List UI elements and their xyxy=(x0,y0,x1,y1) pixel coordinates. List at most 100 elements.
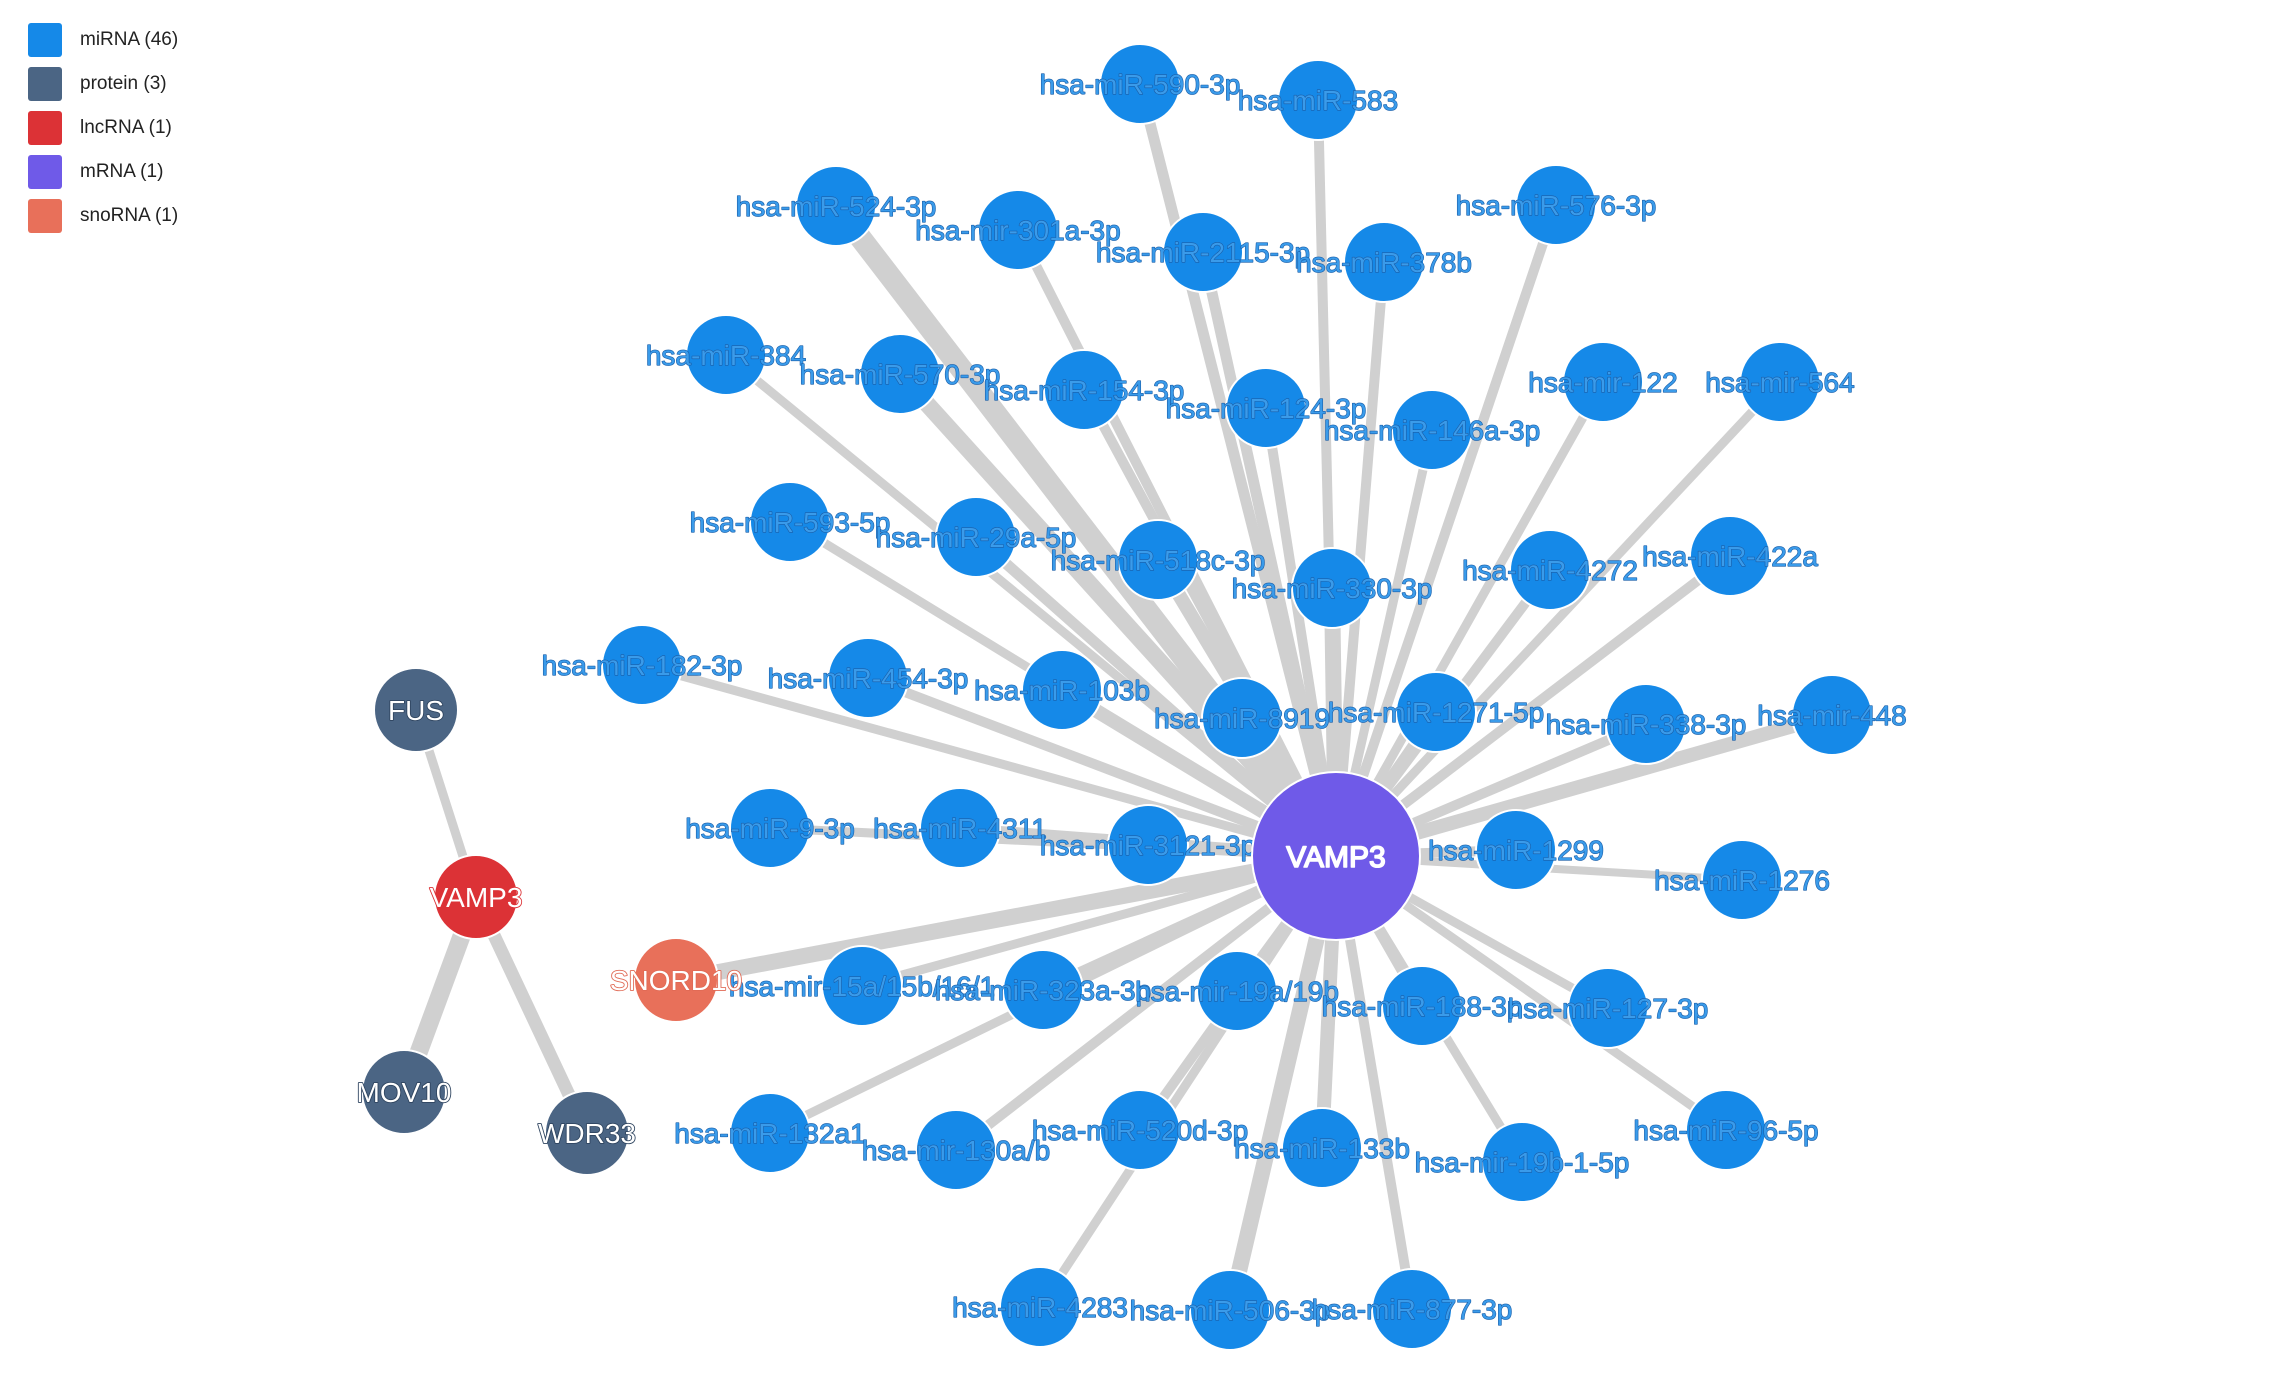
node-circle[interactable] xyxy=(1567,967,1649,1049)
node-circle[interactable] xyxy=(1201,677,1283,759)
node-circle[interactable] xyxy=(1343,221,1425,303)
mirna-node[interactable]: hsa-miR-4311 xyxy=(873,787,1047,869)
mirna-node[interactable]: hsa-miR-127-3p xyxy=(1507,967,1709,1049)
mirna-node[interactable]: hsa-miR-590-3p xyxy=(1039,43,1241,125)
node-circle[interactable] xyxy=(1189,1269,1271,1351)
legend-item-mirna[interactable]: miRNA (46) xyxy=(28,18,178,62)
mirna-node[interactable]: hsa-miR-132a1 xyxy=(674,1092,866,1174)
node-circle[interactable] xyxy=(1291,547,1373,629)
mirna-node[interactable]: hsa-miR-9-3p xyxy=(685,787,855,869)
node-circle[interactable] xyxy=(1562,341,1644,423)
node-circle[interactable] xyxy=(1196,950,1278,1032)
mirna-node[interactable]: hsa-miR-124-3p xyxy=(1165,367,1367,449)
mirna-node[interactable]: hsa-miR-877-3p xyxy=(1311,1268,1513,1350)
node-circle[interactable] xyxy=(821,945,903,1027)
mirna-node[interactable]: hsa-mir-130a/b xyxy=(861,1109,1051,1191)
mirna-node[interactable]: hsa-miR-330-3p xyxy=(1231,547,1433,629)
mirna-node[interactable]: hsa-miR-378b xyxy=(1295,221,1473,303)
node-circle[interactable] xyxy=(1371,1268,1453,1350)
mirna-node[interactable]: hsa-miR-583 xyxy=(1237,59,1399,141)
mirna-node[interactable]: hsa-miR-188-3p xyxy=(1321,965,1523,1047)
node-circle[interactable] xyxy=(1281,1107,1363,1189)
mirna-node[interactable]: hsa-miR-576-3p xyxy=(1455,164,1657,246)
node-circle[interactable] xyxy=(1685,1089,1767,1171)
node-circle[interactable] xyxy=(1395,671,1477,753)
mirna-node[interactable]: hsa-miR-338-3p xyxy=(1545,683,1747,765)
mirna-node[interactable]: hsa-miR-3121-3p xyxy=(1039,804,1257,886)
mirna-node[interactable]: hsa-miR-8919 xyxy=(1153,677,1331,759)
node-circle[interactable] xyxy=(1739,341,1821,423)
mirna-node[interactable]: hsa-mir-19a/19b xyxy=(1134,950,1340,1032)
lncrna-node[interactable]: VAMP3 xyxy=(429,854,523,940)
mirna-node[interactable]: hsa-miR-154-3p xyxy=(983,349,1185,431)
node-circle[interactable] xyxy=(795,165,877,247)
node-circle[interactable] xyxy=(1391,389,1473,471)
mirna-node[interactable]: hsa-miR-422a xyxy=(1641,515,1819,597)
node-circle[interactable] xyxy=(1481,1121,1563,1203)
node-circle[interactable] xyxy=(1162,211,1244,293)
mirna-node[interactable]: hsa-miR-1299 xyxy=(1427,809,1605,891)
node-circle[interactable] xyxy=(1605,683,1687,765)
node-circle[interactable] xyxy=(827,637,909,719)
node-circle[interactable] xyxy=(361,1049,447,1135)
mirna-node[interactable]: hsa-miR-4283 xyxy=(951,1266,1129,1348)
mirna-node[interactable]: hsa-miR-96-5p xyxy=(1633,1089,1819,1171)
node-circle[interactable] xyxy=(1277,59,1359,141)
node-circle[interactable] xyxy=(729,1092,811,1174)
mirna-node[interactable]: hsa-mir-301a-3p xyxy=(915,189,1121,271)
mirna-node[interactable]: hsa-mir-448 xyxy=(1757,674,1907,756)
mirna-node[interactable]: hsa-miR-384 xyxy=(645,314,807,396)
node-circle[interactable] xyxy=(935,496,1017,578)
protein-node[interactable]: FUS xyxy=(373,667,459,753)
mirna-node[interactable]: hsa-miR-1271-5p xyxy=(1327,671,1545,753)
node-circle[interactable] xyxy=(1225,367,1307,449)
node-circle[interactable] xyxy=(1475,809,1557,891)
mrna-hub-node[interactable]: VAMP3 xyxy=(1251,771,1421,941)
node-circle[interactable] xyxy=(977,189,1059,271)
node-circle[interactable] xyxy=(915,1109,997,1191)
mirna-node[interactable]: hsa-miR-524-3p xyxy=(735,165,937,247)
protein-node[interactable]: MOV10 xyxy=(356,1049,452,1135)
mirna-node[interactable]: hsa-miR-1276 xyxy=(1653,839,1831,921)
mirna-node[interactable]: hsa-miR-29a-5p xyxy=(875,496,1077,578)
node-circle[interactable] xyxy=(1099,43,1181,125)
mirna-node[interactable]: hsa-miR-593-5p xyxy=(689,481,891,563)
node-circle[interactable] xyxy=(1107,804,1189,886)
mirna-node[interactable]: hsa-mir-564 xyxy=(1705,341,1855,423)
node-circle[interactable] xyxy=(373,667,459,753)
snorna-node[interactable]: SNORD10 xyxy=(609,937,743,1023)
mirna-node[interactable]: hsa-miR-454-3p xyxy=(767,637,969,719)
node-circle[interactable] xyxy=(685,314,767,396)
mirna-node[interactable]: hsa-miR-182-3p xyxy=(541,624,743,706)
mirna-node[interactable]: hsa-miR-103b xyxy=(973,649,1151,731)
node-circle[interactable] xyxy=(1791,674,1873,756)
mirna-node[interactable]: hsa-mir-19b-1-5p xyxy=(1414,1121,1630,1203)
node-circle[interactable] xyxy=(633,937,719,1023)
node-circle[interactable] xyxy=(859,333,941,415)
node-circle[interactable] xyxy=(1117,519,1199,601)
legend-item-protein[interactable]: protein (3) xyxy=(28,62,178,106)
mirna-node[interactable]: hsa-miR-133b xyxy=(1233,1107,1411,1189)
protein-node[interactable]: WDR33 xyxy=(537,1090,637,1176)
mirna-node[interactable]: hsa-mir-15a/15b/16/1 xyxy=(728,945,996,1027)
mirna-node[interactable]: hsa-miR-506-3p xyxy=(1129,1269,1331,1351)
node-circle[interactable] xyxy=(1021,649,1103,731)
node-circle[interactable] xyxy=(1099,1089,1181,1171)
legend-item-mrna[interactable]: mRNA (1) xyxy=(28,150,178,194)
mirna-node[interactable]: hsa-miR-518c-3p xyxy=(1050,519,1266,601)
node-circle[interactable] xyxy=(544,1090,630,1176)
node-circle[interactable] xyxy=(1689,515,1771,597)
mirna-node[interactable]: hsa-miR-323a-3p xyxy=(934,949,1152,1031)
mirna-node[interactable]: hsa-miR-146a-3p xyxy=(1323,389,1541,471)
node-circle[interactable] xyxy=(1515,164,1597,246)
node-circle[interactable] xyxy=(1701,839,1783,921)
mirna-node[interactable]: hsa-miR-520d-3p xyxy=(1031,1089,1249,1171)
node-circle[interactable] xyxy=(1251,771,1421,941)
legend-item-snorna[interactable]: snoRNA (1) xyxy=(28,194,178,238)
node-circle[interactable] xyxy=(999,1266,1081,1348)
mirna-node[interactable]: hsa-miR-2115-3p xyxy=(1095,211,1311,293)
node-circle[interactable] xyxy=(1509,529,1591,611)
mirna-node[interactable]: hsa-miR-570-3p xyxy=(799,333,1001,415)
node-circle[interactable] xyxy=(749,481,831,563)
legend-item-lncrna[interactable]: lncRNA (1) xyxy=(28,106,178,150)
